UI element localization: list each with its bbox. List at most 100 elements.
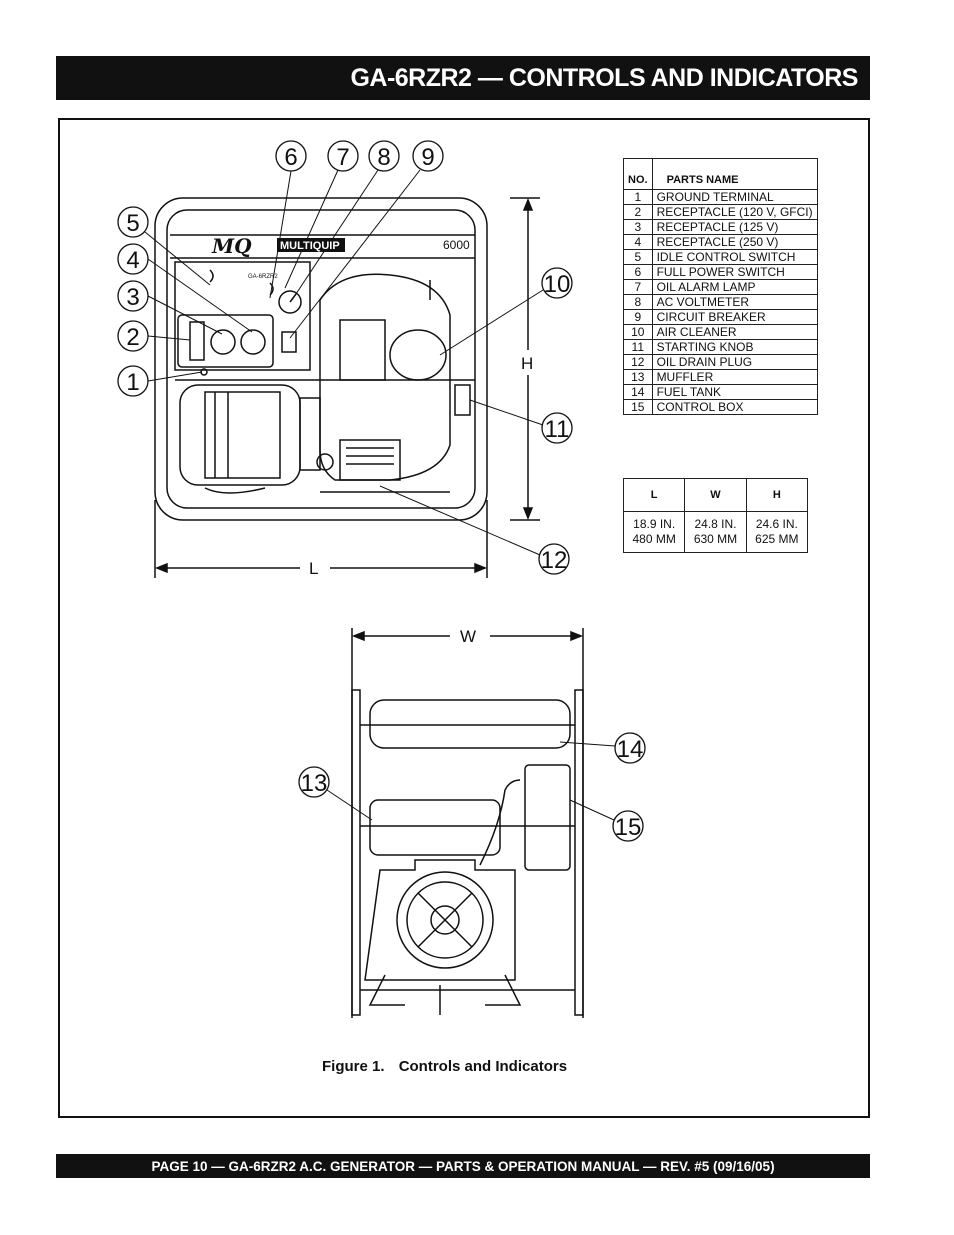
page-title: GA-6RZR2 — CONTROLS AND INDICATORS <box>56 56 870 100</box>
parts-row-no: 7 <box>623 279 653 295</box>
callout-2: 2 <box>126 324 139 351</box>
front-frame-outer <box>154 197 488 521</box>
panel-model-label: GA-6RZR2 <box>248 274 278 280</box>
front-frame-inner <box>166 209 476 509</box>
callout-circle-10 <box>541 267 573 299</box>
parts-row-no: 11 <box>623 339 653 355</box>
callout-6: 6 <box>284 144 297 171</box>
air-cleaner <box>389 329 447 381</box>
control-panel <box>174 261 311 371</box>
oil-drain-plug <box>316 453 334 471</box>
parts-row-name: RECEPTACLE (250 V) <box>651 234 818 250</box>
dim-value-w: 24.8 IN. 630 MM <box>684 511 747 553</box>
model-number: 6000 <box>443 238 470 252</box>
parts-row-name: CONTROL BOX <box>651 399 818 415</box>
callout-8: 8 <box>377 144 390 171</box>
parts-row-no: 10 <box>623 324 653 340</box>
dim-l-mm: 480 MM <box>632 532 676 546</box>
brand-name: MULTIQUIP <box>280 240 340 252</box>
parts-col-name: PARTS NAME <box>651 158 818 190</box>
parts-row-no: 6 <box>623 264 653 280</box>
circuit-breaker <box>281 331 297 353</box>
callout-4: 4 <box>126 247 139 274</box>
dim-h-in: 24.6 IN. <box>755 517 798 531</box>
parts-row-name: AIR CLEANER <box>651 324 818 340</box>
parts-col-no: NO. <box>623 158 653 190</box>
figure-frame <box>58 118 870 1118</box>
dim-w-mm: 630 MM <box>693 532 738 546</box>
callout-circle-8 <box>368 140 400 172</box>
parts-row-no: 9 <box>623 309 653 325</box>
dimension-w-label: W <box>460 627 476 646</box>
callout-circle-7 <box>327 140 359 172</box>
callout-circle-15 <box>612 810 644 842</box>
dim-header-l: L <box>622 478 686 512</box>
muffler <box>369 799 501 856</box>
callout-circle-9 <box>412 140 444 172</box>
fuel-tank <box>369 699 571 749</box>
callout-circle-11 <box>541 412 573 444</box>
parts-row-name: OIL ALARM LAMP <box>651 279 818 295</box>
ac-voltmeter <box>278 290 302 314</box>
receptacle-125v <box>210 329 236 355</box>
parts-row-name: FUEL TANK <box>651 384 818 400</box>
footer-text: PAGE 10 — GA-6RZR2 A.C. GENERATOR — PART… <box>151 1158 775 1174</box>
callout-9: 9 <box>421 144 434 171</box>
parts-row-name: STARTING KNOB <box>651 339 818 355</box>
callout-circle-13 <box>298 766 330 798</box>
alternator-top <box>396 871 494 969</box>
alternator <box>179 384 301 486</box>
dim-w-in: 24.8 IN. <box>694 517 737 531</box>
callout-13: 13 <box>301 770 328 797</box>
callout-1: 1 <box>126 369 139 396</box>
figure-caption: Figure 1. Controls and Indicators <box>322 1058 567 1075</box>
parts-row-no: 1 <box>623 189 653 205</box>
callout-5: 5 <box>126 210 139 237</box>
parts-row-no: 8 <box>623 294 653 310</box>
dim-h-mm: 625 MM <box>755 532 799 546</box>
callout-3: 3 <box>126 284 139 311</box>
callout-15: 15 <box>615 814 642 841</box>
callout-10: 10 <box>544 271 571 298</box>
dim-header-h: H <box>745 478 809 512</box>
dim-value-h: 24.6 IN. 625 MM <box>745 511 809 553</box>
parts-row-name: CIRCUIT BREAKER <box>651 309 818 325</box>
parts-row-no: 3 <box>623 219 653 235</box>
figure-caption-text: Controls and Indicators <box>398 1058 568 1075</box>
figure-caption-label: Figure 1. <box>322 1058 385 1075</box>
parts-row-name: AC VOLTMETER <box>651 294 818 310</box>
callout-12: 12 <box>541 547 568 574</box>
parts-row-no: 14 <box>623 384 653 400</box>
callout-11: 11 <box>545 416 570 443</box>
parts-row-no: 2 <box>623 204 653 220</box>
starting-knob <box>454 384 471 416</box>
dim-l-in: 18.9 IN. <box>633 517 676 531</box>
parts-row-name: RECEPTACLE (120 V, GFCI) <box>651 204 818 220</box>
callout-circle-5 <box>117 206 149 238</box>
callout-circle-12 <box>538 543 570 575</box>
control-box <box>524 764 571 871</box>
dimension-h-label: H <box>521 354 533 373</box>
parts-row-name: GROUND TERMINAL <box>651 189 818 205</box>
parts-row-name: OIL DRAIN PLUG <box>651 354 818 370</box>
parts-row-name: IDLE CONTROL SWITCH <box>651 249 818 265</box>
parts-row-no: 13 <box>623 369 653 385</box>
page-title-text: GA-6RZR2 — CONTROLS AND INDICATORS <box>350 63 858 92</box>
engine-block <box>319 273 451 481</box>
receptacle-250v <box>240 329 266 355</box>
parts-row-no: 5 <box>623 249 653 265</box>
dimension-l-label: L <box>309 559 318 578</box>
parts-row-no: 4 <box>623 234 653 250</box>
parts-row-no: 15 <box>623 399 653 415</box>
